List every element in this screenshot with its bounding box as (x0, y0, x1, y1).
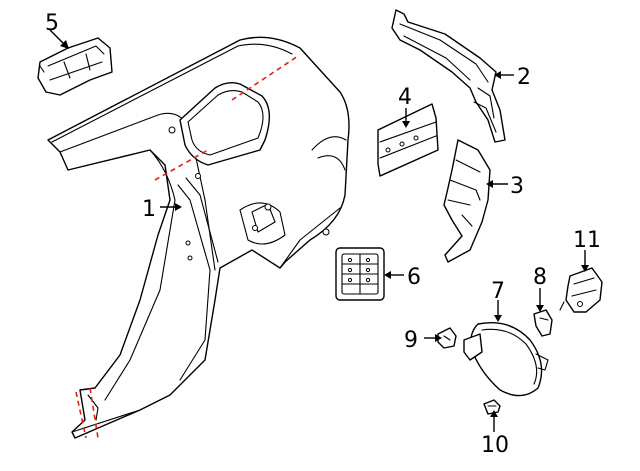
part-4-reinforcement (377, 103, 439, 177)
part-11-actuator (559, 267, 603, 313)
part-10-screw (483, 399, 501, 415)
part-6-vent (335, 247, 385, 301)
part-7-fuel-door (463, 322, 549, 397)
callout-6: 6 (407, 265, 421, 290)
callout-2: 2 (517, 65, 531, 90)
arrow-heads (60, 40, 589, 417)
callout-7: 7 (491, 279, 505, 304)
callout-3: 3 (510, 174, 524, 199)
part-3-wheelhouse (443, 139, 491, 263)
callout-8: 8 (533, 265, 547, 290)
callout-11: 11 (573, 228, 601, 253)
part-8-clip (533, 309, 553, 337)
callout-10: 10 (481, 433, 509, 458)
part-5-bracket (37, 37, 113, 96)
cut-line-rocker-left (75, 391, 87, 439)
callout-5: 5 (45, 11, 59, 36)
cut-line-pillar (154, 149, 209, 181)
part-1-quarter-panel (47, 36, 350, 439)
callout-4: 4 (398, 85, 412, 110)
callout-1: 1 (142, 197, 156, 222)
cut-line-upper-rear (231, 55, 299, 101)
part-2-rail (391, 9, 506, 143)
callout-9: 9 (404, 328, 418, 353)
part-9-grommet (437, 327, 457, 349)
